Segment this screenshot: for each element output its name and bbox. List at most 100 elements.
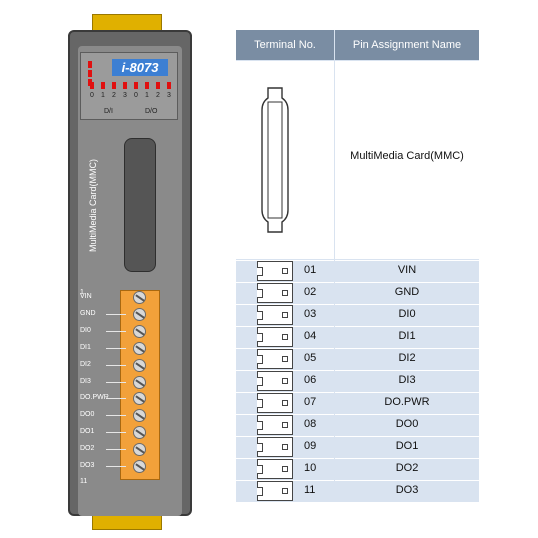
- terminal-connector-icon: [257, 261, 293, 281]
- mmc-card-slot: [124, 138, 156, 272]
- connector-pin-square: [282, 422, 288, 428]
- terminal-connector-icon: [257, 393, 293, 413]
- connector-notch: [257, 443, 263, 452]
- led-indicator: [90, 82, 94, 89]
- terminal-connector-icon: [257, 481, 293, 501]
- table-row-right: [335, 392, 479, 414]
- pin-name: DO.PWR: [384, 396, 430, 408]
- connector-pin-square: [282, 312, 288, 318]
- terminal-screw-icon: [133, 443, 146, 457]
- connector-pin-square: [282, 466, 288, 472]
- pin-leader-line: [106, 330, 126, 332]
- table-row-right: [335, 304, 479, 326]
- connector-notch: [257, 333, 263, 342]
- pin-leader-line: [106, 313, 126, 315]
- terminal-number: 03: [304, 308, 317, 320]
- pin-label: DO.PWR: [80, 394, 109, 402]
- led-number: 1: [145, 92, 149, 99]
- card-name-label: MultiMedia Card(MMC): [350, 150, 464, 162]
- pin-leader-line: [106, 398, 126, 400]
- terminal-screw-icon: [133, 324, 146, 338]
- table-row-right: [335, 480, 479, 502]
- connector-notch: [257, 421, 263, 430]
- pin-name: GND: [394, 286, 420, 298]
- terminal-screw-icon: [133, 358, 146, 372]
- led-number: 1: [101, 92, 105, 99]
- led-number: 2: [112, 92, 116, 99]
- connector-pin-square: [282, 400, 288, 406]
- pin-name: DO0: [395, 418, 419, 430]
- terminal-screw-icon: [133, 460, 146, 473]
- pin-last-number: 11: [80, 478, 88, 485]
- led-indicator: [145, 82, 149, 89]
- connector-pin-square: [282, 378, 288, 384]
- mmc-card-outline-icon: [261, 87, 289, 233]
- pin-name: DI1: [398, 330, 416, 342]
- terminal-screw-icon: [133, 375, 146, 389]
- led-number: 3: [167, 92, 171, 99]
- terminal-number: 06: [304, 374, 317, 386]
- connector-pin-square: [282, 444, 288, 450]
- table-row-right: [335, 326, 479, 348]
- terminal-connector-icon: [257, 349, 293, 369]
- table-row-right: [335, 348, 479, 370]
- pin-leader-line: [106, 449, 126, 451]
- connector-notch: [257, 355, 263, 364]
- terminal-connector-icon: [257, 415, 293, 435]
- connector-pin-square: [282, 268, 288, 274]
- pin-name: DO3: [395, 484, 419, 496]
- terminal-number: 01: [304, 264, 317, 276]
- terminal-number: 04: [304, 330, 317, 342]
- connector-notch: [257, 399, 263, 408]
- di-label: D/I: [104, 108, 113, 115]
- terminal-screw-icon: [133, 392, 146, 406]
- pin-label: DI3: [80, 377, 91, 385]
- pin-label: DO0: [80, 411, 95, 419]
- table-row-right: [335, 458, 479, 480]
- terminal-connector-icon: [257, 371, 293, 391]
- terminal-number: 11: [304, 484, 316, 496]
- mmc-slot-label: MultiMedia Card(MMC): [88, 158, 98, 252]
- table-row-right: [335, 436, 479, 458]
- connector-pin-square: [282, 356, 288, 362]
- terminal-number: 02: [304, 286, 317, 298]
- terminal-screw-icon: [133, 307, 146, 321]
- pin-leader-line: [106, 415, 126, 417]
- terminal-screw-icon: [133, 409, 146, 423]
- pin-label: DO2: [80, 445, 95, 453]
- pin-label: DO1: [80, 428, 95, 436]
- terminal-connector-icon: [257, 327, 293, 347]
- terminal-number: 08: [304, 418, 317, 430]
- pin-label: DI1: [80, 343, 91, 351]
- pin-label: DO3: [80, 462, 95, 469]
- terminal-connector-icon: [257, 283, 293, 303]
- pin-name: DI0: [398, 308, 416, 320]
- pin-label: DI0: [80, 326, 91, 334]
- table-row-right: [335, 414, 479, 436]
- led-indicator: [88, 70, 92, 77]
- terminal-screw-icon: [133, 341, 146, 355]
- led-indicator: [101, 82, 105, 89]
- card-name-cell: [335, 61, 479, 259]
- do-label: D/O: [145, 108, 158, 115]
- led-indicator: [134, 82, 138, 89]
- bottom-din-rail-clip: [92, 514, 162, 530]
- terminal-connector-icon: [257, 305, 293, 325]
- connector-pin-square: [282, 290, 288, 296]
- led-number: 0: [134, 92, 138, 99]
- terminal-screw-icon: [133, 426, 146, 440]
- terminal-connector-icon: [257, 459, 293, 479]
- led-indicator: [88, 61, 92, 68]
- led-number: 3: [123, 92, 127, 99]
- connector-notch: [257, 289, 263, 298]
- pin-label: DI2: [80, 360, 91, 368]
- terminal-connector-icon: [257, 437, 293, 457]
- pin-label: GND: [80, 309, 96, 317]
- header-terminal-no: Terminal No.: [236, 30, 334, 60]
- led-indicator: [123, 82, 127, 89]
- pin-name: VIN: [397, 264, 417, 276]
- pin-leader-line: [106, 381, 126, 383]
- terminal-screw-icon: [133, 291, 146, 304]
- table-row-right: [335, 370, 479, 392]
